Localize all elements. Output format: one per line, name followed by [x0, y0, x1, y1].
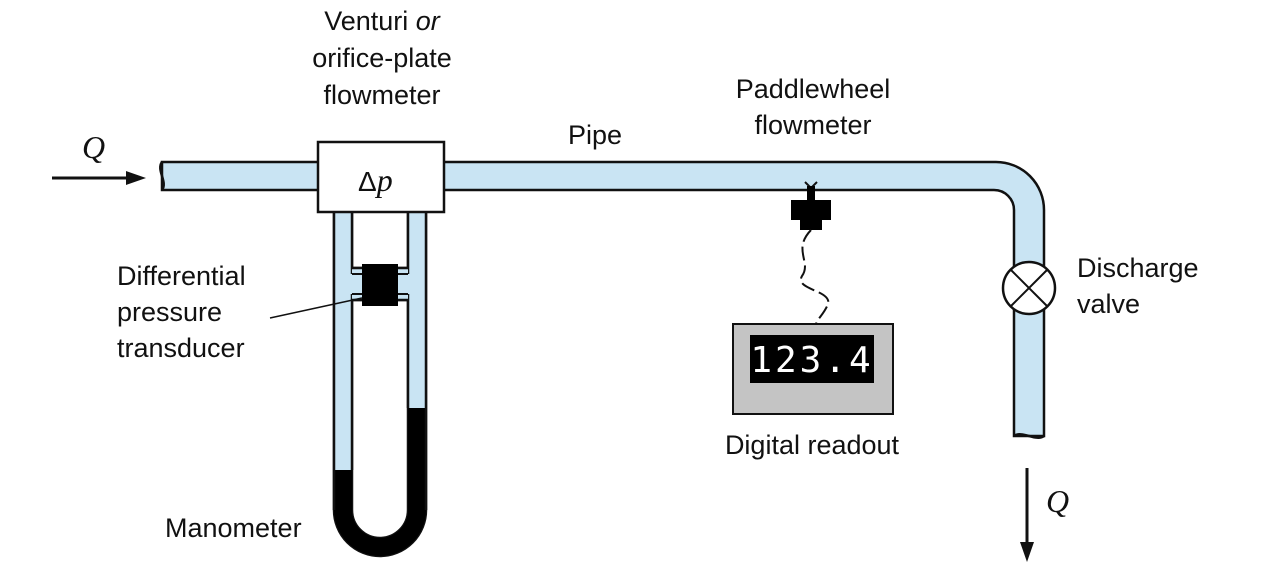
manometer: [332, 212, 428, 558]
venturi-label-line3: flowmeter: [323, 80, 440, 110]
venturi-label-line2: orifice-plate: [312, 43, 452, 73]
valve-icon: [1001, 260, 1057, 316]
venturi-meter-box: [316, 140, 446, 214]
transducer-leader-line: [269, 297, 363, 319]
transducer-label-line3: transducer: [117, 333, 245, 363]
digital-readout-label: Digital readout: [725, 430, 900, 460]
flow-out-label: Q: [1046, 483, 1069, 519]
transducer-label-line2: pressure: [117, 297, 222, 327]
digital-readout: 123.4: [732, 323, 894, 415]
dp-transducer: [350, 264, 410, 306]
flow-in-label: Q: [82, 129, 105, 165]
venturi-label-line1: Venturi or: [324, 6, 441, 36]
discharge-label-line2: valve: [1077, 289, 1140, 319]
paddlewheel-label-line2: flowmeter: [754, 110, 871, 140]
outlet-arrow-icon: [1020, 468, 1034, 562]
inlet-arrow-icon: [52, 171, 146, 185]
signal-cable: [799, 229, 830, 325]
manometer-label: Manometer: [165, 513, 302, 543]
manometer-fluid: [334, 408, 426, 556]
pipe-label: Pipe: [568, 120, 622, 150]
paddlewheel-sensor: [791, 181, 831, 230]
pipe: [159, 160, 1046, 439]
delta-p-symbol: Δp: [358, 162, 393, 198]
paddlewheel-label-line1: Paddlewheel: [736, 74, 891, 104]
discharge-label-line1: Discharge: [1077, 253, 1199, 283]
readout-value: 123.4: [750, 340, 873, 381]
transducer-label-line1: Differential: [117, 261, 246, 291]
